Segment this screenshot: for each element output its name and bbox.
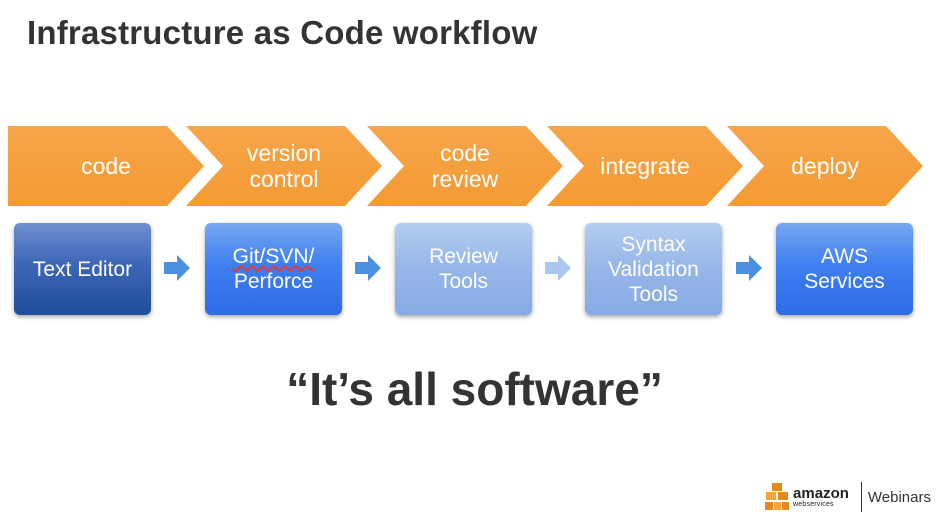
aws-wordmark-sub: webservices <box>793 501 834 508</box>
stage-integrate-label: integrate <box>600 153 690 179</box>
tool-review-tools-label-2: Tools <box>438 270 488 293</box>
tool-text-editor: Text Editor <box>14 223 151 315</box>
tool-text-editor-label: Text Editor <box>32 257 133 281</box>
tool-syntax-validation: Syntax Validation Tools <box>585 223 722 315</box>
stage-deploy: deploy <box>727 126 923 206</box>
stage-version-control: version control <box>186 126 382 206</box>
flow-arrow-icon <box>355 255 381 281</box>
tool-git-svn-label-2: Perforce <box>233 270 314 293</box>
tool-syntax-validation-label-1: Syntax <box>621 232 686 256</box>
stage-code-review-label-2: review <box>431 166 499 192</box>
aws-wordmark-main: amazon <box>793 485 849 502</box>
tool-review-tools: Review Tools <box>395 223 532 315</box>
tool-git-svn-perforce: Git/SVN/ Perforce <box>205 223 342 315</box>
tool-aws-services-label-2: Services <box>804 270 885 293</box>
logo-divider <box>860 482 862 512</box>
tool-syntax-validation-label-2: Validation <box>608 257 699 281</box>
flow-arrow-icon <box>164 255 190 281</box>
flow-arrow-icon <box>736 255 762 281</box>
tool-review-tools-label-1: Review <box>429 245 498 268</box>
stage-integrate: integrate <box>547 126 743 206</box>
stage-deploy-label: deploy <box>791 153 859 179</box>
stage-code-label: code <box>81 153 131 179</box>
stage-code: code <box>8 126 204 206</box>
tool-git-svn-label-1: Git/SVN/ <box>232 245 315 268</box>
stage-code-review-label-1: code <box>440 140 490 166</box>
slide-title: Infrastructure as Code workflow <box>27 14 538 51</box>
tool-aws-services-label-1: AWS <box>820 245 869 268</box>
stage-code-review: code review <box>367 126 563 206</box>
webinars-label: Webinars <box>867 488 931 506</box>
tool-aws-services: AWS Services <box>776 223 913 315</box>
stage-version-control-label-2: control <box>249 166 319 192</box>
stage-version-control-label-1: version <box>246 140 322 166</box>
aws-wordmark: amazon webservices <box>793 486 849 508</box>
flow-arrow-icon <box>545 255 571 281</box>
slide-quote: “It’s all software” <box>286 363 663 415</box>
aws-cubes-icon <box>765 483 790 510</box>
aws-webinars-logo: amazon webservices Webinars <box>764 477 931 517</box>
tool-syntax-validation-label-3: Tools <box>628 282 679 306</box>
